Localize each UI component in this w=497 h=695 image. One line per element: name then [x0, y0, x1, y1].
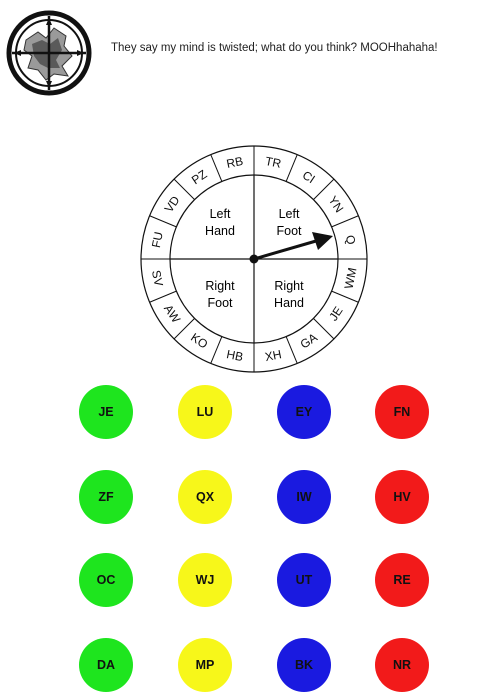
ring-divider	[285, 336, 298, 364]
color-spot-red[interactable]: FN	[375, 385, 429, 439]
color-spot-green[interactable]: OC	[79, 553, 133, 607]
ring-divider	[331, 215, 359, 228]
color-spot-yellow[interactable]: WJ	[178, 553, 232, 607]
ring-label: Q	[343, 234, 359, 246]
ring-label: JE	[326, 304, 345, 323]
ring-label: XH	[264, 347, 283, 364]
ring-divider	[210, 154, 223, 182]
color-spot-label: QX	[195, 490, 215, 504]
quadrant-right-hand-line2: Hand	[274, 296, 304, 310]
color-spot-label: NR	[392, 658, 412, 672]
ring-divider	[173, 178, 195, 200]
color-spot-red[interactable]: NR	[375, 638, 429, 692]
quadrant-left-foot-line1: Left	[279, 207, 300, 221]
color-spot-green[interactable]: DA	[79, 638, 133, 692]
quadrant-right-foot-line1: Right	[205, 279, 235, 293]
color-spot-yellow[interactable]: QX	[178, 470, 232, 524]
ring-divider	[149, 290, 177, 303]
ring-divider	[285, 154, 298, 182]
ring-divider	[210, 336, 223, 364]
ring-divider	[331, 290, 359, 303]
color-spot-yellow[interactable]: MP	[178, 638, 232, 692]
quadrant-right-hand-line1: Right	[274, 279, 304, 293]
ring-label: FU	[149, 231, 166, 249]
color-spot-label: DA	[96, 658, 116, 672]
ring-divider	[313, 178, 335, 200]
ring-label: SV	[149, 269, 166, 287]
ring-divider	[149, 215, 177, 228]
color-spot-label: ZF	[98, 490, 114, 504]
color-spot-green[interactable]: ZF	[79, 470, 133, 524]
color-spot-label: JE	[98, 405, 114, 419]
color-spot-label: UT	[295, 573, 313, 587]
color-spot-green[interactable]: JE	[79, 385, 133, 439]
color-spot-blue[interactable]: EY	[277, 385, 331, 439]
color-spot-label: WJ	[195, 573, 215, 587]
tagline-text: They say my mind is twisted; what do you…	[111, 42, 438, 54]
ring-label: WM	[342, 266, 360, 290]
color-spot-label: LU	[196, 405, 214, 419]
ring-label: HB	[225, 347, 244, 364]
quadrant-left-hand-line2: Hand	[205, 224, 235, 238]
color-spot-blue[interactable]: IW	[277, 470, 331, 524]
twisted-logo-icon	[6, 10, 92, 96]
color-spot-label: OC	[96, 573, 116, 587]
spinner-pointer-arrow-icon[interactable]	[249, 232, 334, 264]
color-spot-label: MP	[195, 658, 215, 672]
color-spot-label: HV	[393, 490, 411, 504]
color-spot-label: EY	[295, 405, 313, 419]
quadrant-left-hand-line1: Left	[210, 207, 231, 221]
color-spot-label: RE	[393, 573, 411, 587]
ring-divider	[313, 318, 335, 340]
color-spot-label: FN	[393, 405, 411, 419]
color-spot-label: IW	[296, 490, 312, 504]
quadrant-left-foot-line2: Foot	[276, 224, 302, 238]
color-spot-blue[interactable]: BK	[277, 638, 331, 692]
color-spot-red[interactable]: RE	[375, 553, 429, 607]
color-spot-yellow[interactable]: LU	[178, 385, 232, 439]
color-spot-label: BK	[294, 658, 314, 672]
quadrant-right-foot-line2: Foot	[207, 296, 233, 310]
ring-label: RB	[225, 154, 244, 171]
color-spot-red[interactable]: HV	[375, 470, 429, 524]
color-spot-blue[interactable]: UT	[277, 553, 331, 607]
ring-label: TR	[264, 154, 283, 171]
ring-divider	[173, 318, 195, 340]
